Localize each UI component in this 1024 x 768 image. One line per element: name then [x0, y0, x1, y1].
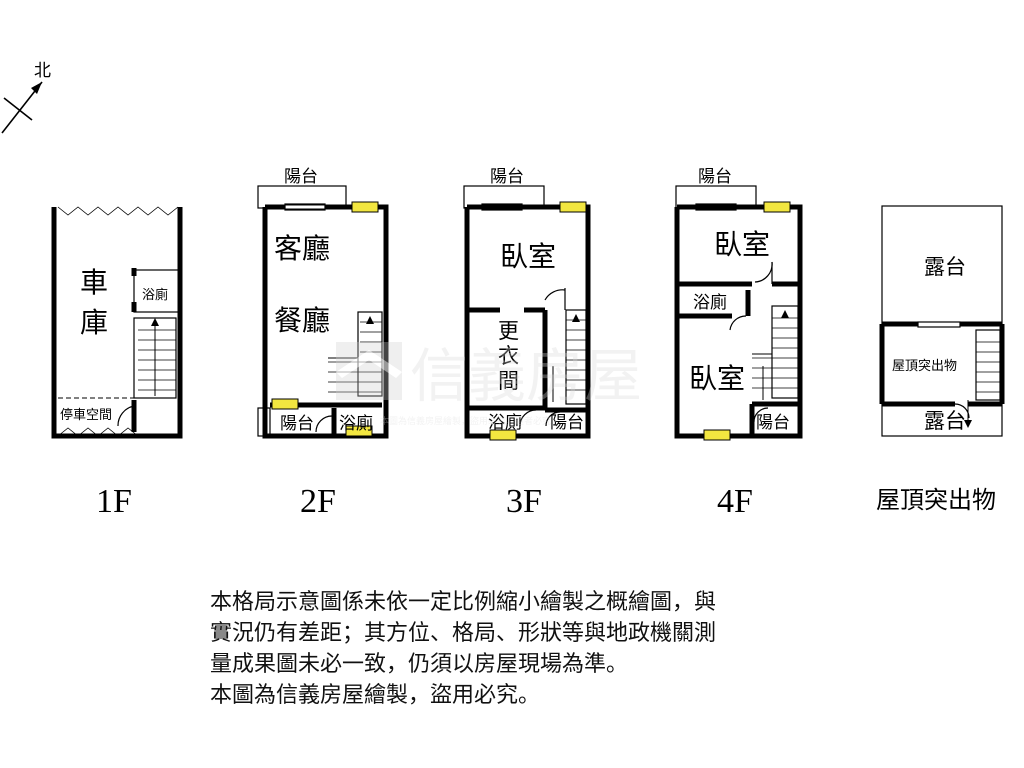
room-label-living: 客廳: [274, 232, 330, 265]
compass-label: 北: [34, 61, 51, 81]
disclaimer-line-4: 本圖為信義房屋繪製，盜用必究。: [210, 683, 541, 708]
room-label-terrace-bottom: 露台: [924, 409, 966, 433]
floor-label-4f: 4F: [717, 483, 753, 520]
floor-roof-plan: [879, 205, 1005, 437]
room-label-bath-4f: 浴廁: [693, 292, 727, 313]
watermark-small-text: 本圖為信義房屋繪製，盜用必究，違者必究: [380, 415, 551, 427]
watermark-house-icon: [336, 342, 402, 400]
room-label-balcony-bottom-3f: 陽台: [550, 413, 584, 433]
room-label-balcony-top-4f: 陽台: [698, 167, 732, 187]
floor-1f-plan: [51, 206, 183, 439]
room-label-balcony-top-2f: 陽台: [284, 167, 318, 187]
room-label-bath-1f: 浴廁: [142, 287, 168, 303]
floor-4f-plan: [674, 185, 803, 441]
floor-2f-plan: [257, 185, 389, 439]
room-label-garage-1: 車: [80, 266, 108, 299]
floor-label-3f: 3F: [506, 483, 542, 520]
north-arrow-icon: [1, 81, 43, 134]
room-label-bath-3f: 浴廁: [488, 412, 522, 433]
room-label-balcony-bottom-4f: 陽台: [756, 413, 790, 433]
room-label-bedroom-top-4f: 臥室: [714, 228, 770, 261]
floor-label-1f: 1F: [96, 483, 132, 520]
disclaimer-line-2: 實況仍有差距；其方位、格局、形狀等與地政機關測: [210, 621, 717, 646]
disclaimer-line-3: 量成果圖未必一致，仍須以房屋現場為準。: [210, 652, 629, 677]
room-label-balcony-top-3f: 陽台: [490, 167, 524, 187]
room-label-dining: 餐廳: [274, 304, 330, 337]
floor-label-2f: 2F: [300, 483, 336, 520]
room-label-closet-2: 衣: [498, 344, 519, 368]
room-label-terrace-top: 露台: [924, 255, 966, 279]
floor-3f-plan: [463, 185, 591, 441]
room-label-balcony-bottom-2f: 陽台: [280, 414, 314, 434]
disclaimer-text: 本格局示意圖係未依一定比例縮小繪製之概繪圖，與 實況仍有差距；其方位、格局、形狀…: [210, 587, 850, 711]
watermark: 信義房屋 本圖為信義房屋繪製，盜用必究，違者必究: [336, 342, 642, 427]
room-label-garage-2: 庫: [80, 306, 108, 339]
floor-label-roof: 屋頂突出物: [876, 487, 996, 514]
disclaimer-line-1: 本格局示意圖係未依一定比例縮小繪製之概繪圖，與: [210, 590, 717, 615]
room-label-closet-3: 間: [498, 369, 519, 393]
room-label-bath-2f: 浴廁: [339, 413, 373, 434]
watermark-brand: 信義房屋: [410, 342, 642, 410]
room-label-parking: 停車空間: [60, 407, 112, 423]
room-label-closet-1: 更: [498, 319, 519, 343]
room-label-bedroom-3f: 臥室: [500, 240, 556, 273]
room-label-rooftop-structure: 屋頂突出物: [892, 358, 957, 374]
room-label-bedroom-bottom-4f: 臥室: [689, 362, 745, 395]
